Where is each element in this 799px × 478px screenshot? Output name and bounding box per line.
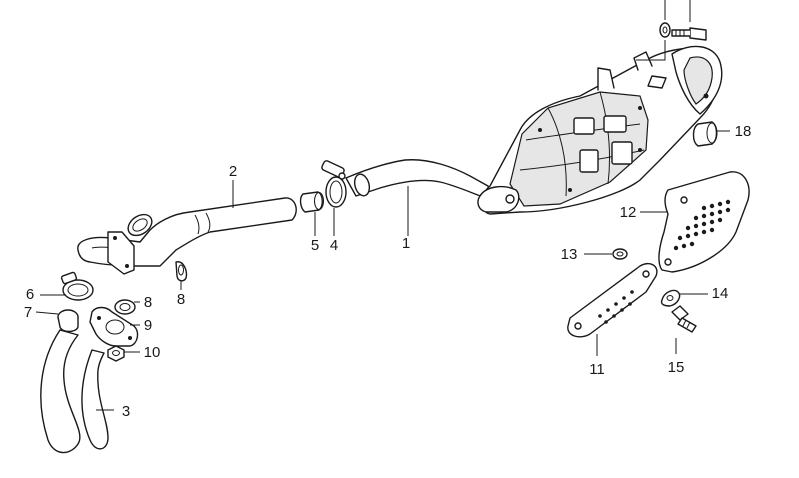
part-5-sleeve [299, 191, 324, 213]
part-10-nut [107, 345, 125, 362]
muffler-mount-bolt [671, 27, 707, 41]
part-4-clamp [321, 160, 347, 208]
callout-11: 11 [589, 361, 605, 378]
callout-8-right: 8 [177, 291, 185, 308]
callout-numbers: 2 5 4 1 3 6 7 8 8 9 10 11 12 13 14 15 18 [24, 123, 752, 420]
part-14-grommet [660, 289, 681, 307]
part-8-gasket-left [114, 299, 136, 315]
callout-5: 5 [311, 237, 319, 254]
callout-3: 3 [122, 403, 130, 420]
part-9-flange [89, 306, 139, 347]
part-7-sleeve [57, 309, 79, 333]
part-11-bracket-plate [567, 262, 658, 338]
part-15-bolt [671, 305, 697, 333]
part-6-clamp [60, 271, 94, 301]
callout-13: 13 [561, 246, 578, 263]
callout-9: 9 [144, 317, 152, 334]
leader-lines [35, 130, 730, 411]
part-13-washer [612, 248, 628, 260]
callout-14: 14 [712, 285, 729, 302]
callout-1: 1 [402, 235, 410, 252]
callout-6: 6 [26, 286, 34, 303]
heat-shield-vent-holes [664, 196, 731, 266]
callout-8-left: 8 [144, 294, 152, 311]
callout-10: 10 [144, 344, 161, 361]
part-8-gasket-right [175, 261, 188, 282]
part-3-header-bends [40, 329, 109, 454]
callout-2: 2 [229, 163, 237, 180]
part-18-bushing [692, 121, 718, 147]
callout-12: 12 [620, 204, 637, 221]
part-1-muffler [345, 45, 723, 215]
part-2-front-pipe [77, 197, 297, 275]
callout-18: 18 [735, 123, 752, 140]
bolt-leader-line [636, 0, 666, 61]
callout-4: 4 [330, 237, 338, 254]
callout-7: 7 [24, 304, 32, 321]
part-12-heat-shield [658, 171, 750, 273]
callout-15: 15 [668, 359, 685, 376]
muffler-mount-washer [659, 22, 671, 38]
